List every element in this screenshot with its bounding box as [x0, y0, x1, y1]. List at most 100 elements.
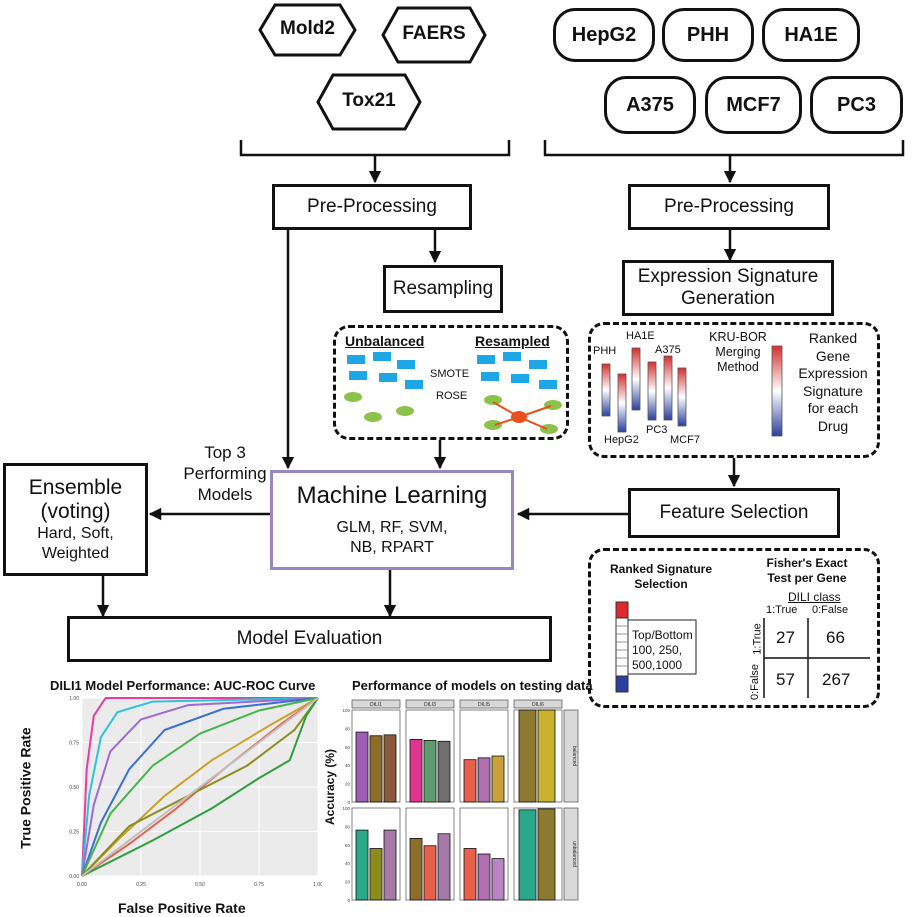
- accuracy-bar: [537, 709, 556, 803]
- roc-x-tick-label: 0.75: [254, 882, 264, 888]
- expression-title-line1: Expression Signature: [637, 266, 819, 287]
- facet-row-strip-unbalanced: [563, 807, 579, 901]
- model-evaluation-label: Model Evaluation: [236, 628, 383, 649]
- accuracy-bar: [369, 735, 383, 803]
- cell-fp: 66: [826, 628, 845, 647]
- facet-strip-dili6: [513, 699, 563, 709]
- dili-class-label: DILI class: [788, 590, 841, 604]
- ranked-selection-line-2: Selection: [634, 577, 688, 591]
- top3-line-1: Top 3: [204, 443, 246, 462]
- facet-label: DILI5: [478, 702, 490, 708]
- ranked-signature-label: Ranked Gene Expression Signature for eac…: [790, 330, 876, 435]
- facet-row-strip-balanced: [563, 709, 579, 803]
- fisher-title: Fisher's Exact Test per Gene: [752, 556, 862, 586]
- accuracy-bar: [409, 739, 423, 803]
- accuracy-bar: [423, 845, 437, 901]
- contingency-table-lines: [763, 618, 870, 698]
- rose-label: ROSE: [436, 390, 468, 402]
- roc-curve-4: [81, 697, 319, 877]
- merge-line-3: Method: [717, 360, 759, 374]
- ranked-selection-line-1: Ranked Signature: [609, 562, 713, 576]
- merge-line-1: KRU-BOR: [709, 330, 767, 344]
- accuracy-bar: [409, 837, 423, 901]
- row-label-false: 0:False: [749, 663, 762, 701]
- facet-strip-dili5: [459, 699, 509, 709]
- unbalanced-label: Unbalanced: [345, 333, 425, 349]
- bar-y-tick-label: 80: [345, 726, 351, 731]
- roc-x-tick-label: 0.50: [195, 882, 205, 888]
- source-phh: PHH: [662, 8, 754, 62]
- resampling-label: Resampling: [392, 278, 494, 299]
- accuracy-bar: [383, 734, 397, 803]
- accuracy-bar: [537, 808, 556, 901]
- bar-title: Performance of models on testing data: [352, 678, 593, 693]
- topbottom-line-2: 100, 250,: [632, 643, 683, 657]
- source-tox21: Tox21: [342, 90, 396, 111]
- accuracy-bar: [369, 848, 383, 901]
- ensemble-box: Ensemble (voting) Hard, Soft, Weighted: [3, 463, 148, 576]
- ml-models-line1: GLM, RF, SVM,: [336, 519, 448, 536]
- accuracy-bar: [518, 709, 537, 803]
- facet-strip-dili1: [351, 699, 401, 709]
- ml-box: Machine Learning GLM, RF, SVM, NB, RPART: [270, 470, 514, 570]
- facet-strip-dili3: [405, 699, 455, 709]
- left-preprocessing-label: Pre-Processing: [307, 196, 437, 217]
- roc-y-tick-label: 1.00: [69, 696, 79, 702]
- source-mold2: Mold2: [280, 18, 335, 39]
- ranked-line-1: Ranked: [808, 330, 858, 346]
- accuracy-bar: [477, 853, 491, 901]
- source-faers: FAERS: [402, 23, 466, 44]
- feature-selection-label: Feature Selection: [659, 502, 809, 523]
- ranked-line-3: Expression: [798, 365, 868, 381]
- ensemble-line-2: (voting): [40, 499, 111, 523]
- roc-curve-6: [81, 697, 319, 877]
- feature-selection-box: Feature Selection: [628, 488, 840, 538]
- resampling-illustration: [344, 352, 562, 434]
- bar-y-tick-label: 60: [345, 843, 351, 848]
- facet-row-label: unbalanced: [571, 841, 577, 867]
- bar-y-tick-label: 60: [345, 745, 351, 750]
- roc-y-tick-label: 0.00: [69, 874, 79, 880]
- roc-y-tick-label: 0.25: [69, 830, 79, 836]
- facet-label: DILI6: [532, 702, 544, 708]
- ensemble-line-1: Ensemble: [28, 475, 123, 499]
- accuracy-bar: [355, 829, 369, 901]
- ensemble-sub-2: Weighted: [41, 544, 110, 562]
- roc-curve-8: [81, 697, 319, 877]
- cell-label-phh: PHH: [593, 345, 617, 357]
- model-evaluation-box: Model Evaluation: [67, 616, 552, 662]
- ranked-line-6: Drug: [817, 417, 849, 434]
- roc-y-tick-label: 0.75: [69, 741, 79, 747]
- fisher-title-line-2: Test per Gene: [767, 571, 847, 585]
- fisher-title-line-1: Fisher's Exact: [766, 556, 848, 570]
- accuracy-bar: [383, 829, 397, 901]
- accuracy-bar: [518, 809, 537, 901]
- ranked-selection-title: Ranked Signature Selection: [596, 562, 726, 592]
- bar-y-tick-label: 100: [342, 708, 350, 713]
- ranked-selection-bar: [615, 601, 697, 693]
- accuracy-bar: [423, 739, 437, 803]
- merge-line-2: Merging: [715, 345, 761, 359]
- bar-y-tick-label: 100: [342, 806, 350, 811]
- accuracy-bar: [463, 848, 477, 901]
- accuracy-bar: [355, 731, 369, 803]
- roc-xlabel: False Positive Rate: [118, 900, 246, 916]
- source-mcf7: MCF7: [705, 76, 802, 134]
- resampling-box: Resampling: [383, 265, 503, 313]
- bar-y-tick-label: 0: [347, 800, 350, 805]
- accuracy-bar: [491, 858, 505, 901]
- roc-x-tick-label: 1.00: [313, 882, 322, 888]
- left-preprocessing-box: Pre-Processing: [272, 184, 472, 230]
- source-a375: A375: [604, 76, 696, 134]
- fisher-panel: [588, 548, 880, 708]
- accuracy-bar: [463, 759, 477, 803]
- right-preprocessing-box: Pre-Processing: [628, 184, 830, 230]
- cell-label-ha1e: HA1E: [626, 330, 655, 342]
- facet-label: DILI1: [370, 702, 382, 708]
- roc-curve-1: [81, 697, 318, 877]
- resampled-label: Resampled: [475, 333, 550, 349]
- smote-label: SMOTE: [430, 368, 470, 380]
- cell-label-mcf7: MCF7: [670, 434, 700, 446]
- bar-y-tick-label: 20: [345, 782, 351, 787]
- cell-tp: 27: [776, 628, 795, 647]
